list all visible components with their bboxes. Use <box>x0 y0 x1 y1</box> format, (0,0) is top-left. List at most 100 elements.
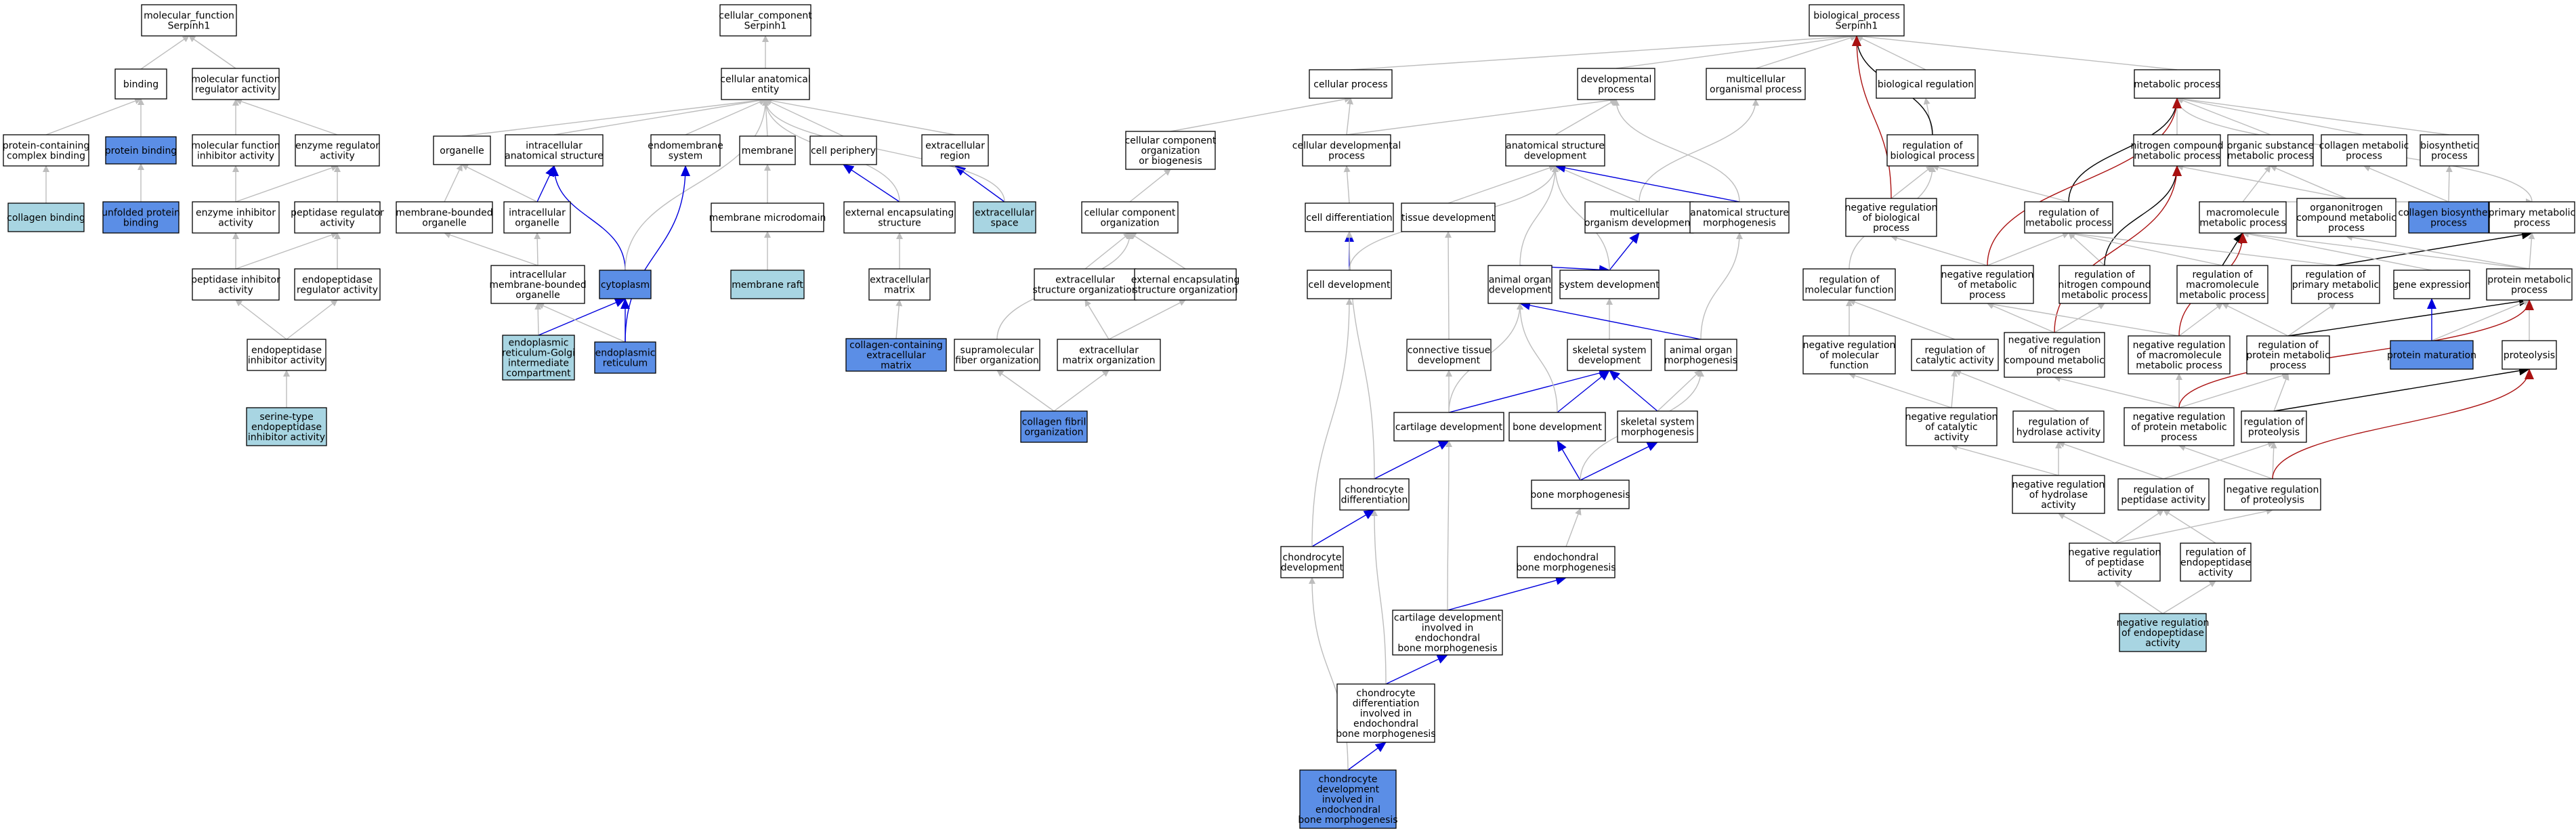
go-term-node-prot-mat[interactable]: protein maturation <box>2387 340 2476 370</box>
go-term-node-organelle[interactable]: organelle <box>433 135 491 165</box>
go-term-node-system-dev[interactable]: system development <box>1559 270 1660 299</box>
go-term-node-cellular-process[interactable]: cellular process <box>1309 69 1393 99</box>
go-term-node-collagen-binding[interactable]: collagen binding <box>7 203 85 232</box>
go-term-node-raft[interactable]: membrane raft <box>730 270 805 299</box>
go-term-node-cell-periphery[interactable]: cell periphery <box>809 135 877 165</box>
go-term-node-protein-binding[interactable]: protein binding <box>105 136 177 165</box>
go-term-node-tissue-dev[interactable]: tissue development <box>1401 203 1496 232</box>
go-term-node-bio-reg[interactable]: biological regulation <box>1876 69 1976 99</box>
go-term-node-bone-morph[interactable]: bone morphogenesis <box>1530 480 1630 509</box>
go-term-node-microdomain[interactable]: membrane microdomain <box>709 203 826 232</box>
go-term-node-cart-dev[interactable]: cartilage development <box>1393 412 1504 442</box>
go-term-node-membrane[interactable]: membrane <box>739 135 796 165</box>
go-term-node-binding[interactable]: binding <box>114 68 167 100</box>
go-term-node-cytoplasm[interactable]: cytoplasm <box>599 270 652 299</box>
go-term-node-cell-diff[interactable]: cell differentiation <box>1305 203 1394 232</box>
go-term-node-cell-dev[interactable]: cell development <box>1307 270 1392 299</box>
go-term-node-metabolic[interactable]: metabolic process <box>2134 69 2220 99</box>
go-term-node-bone-dev[interactable]: bone development <box>1508 412 1606 442</box>
go-term-node-gene-expr[interactable]: gene expression <box>2393 270 2471 299</box>
